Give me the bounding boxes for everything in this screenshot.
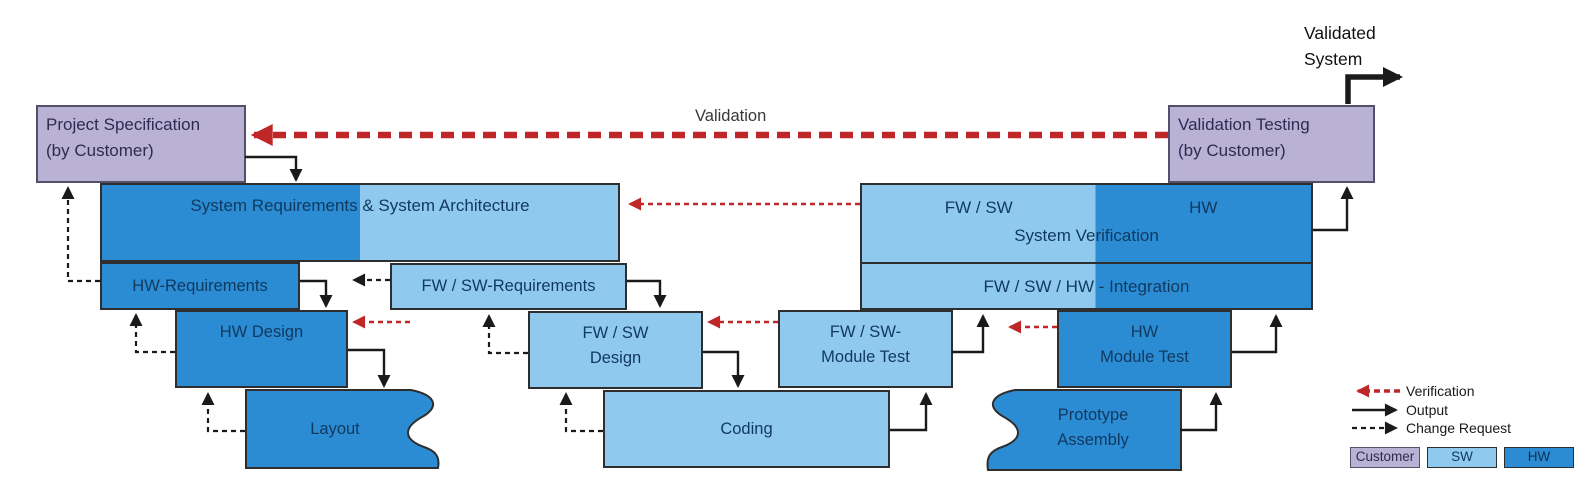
node-fw-sw-design: FW / SW Design <box>528 311 703 389</box>
output-arrow-fwswdesign-to-coding <box>703 350 745 388</box>
legend-swatch-sw: SW <box>1427 447 1497 468</box>
validated-system-line1: Validated <box>1304 23 1376 43</box>
node-hw-module-test: HW Module Test <box>1057 310 1232 388</box>
node-hw-design: HW Design <box>175 310 348 388</box>
node-system-requirements-label: System Requirements & System Architectur… <box>190 196 530 215</box>
change-request-arrow-coding-to-fwswdesign <box>559 392 603 433</box>
legend-swatch-hw: HW <box>1504 447 1574 468</box>
validated-system-line2: System <box>1304 49 1363 69</box>
prototype-wavy-outline <box>986 389 1182 471</box>
node-hw-requirements-label: HW-Requirements <box>132 276 268 295</box>
node-fw-sw-module-test-line1: FW / SW- <box>829 323 902 341</box>
node-validation-testing: Validation Testing (by Customer) <box>1168 105 1375 183</box>
node-hw-design-label: HW Design <box>219 323 304 341</box>
validated-system-label: Validated System <box>1304 20 1376 72</box>
change-request-arrow-layout-to-hwdesign <box>201 392 245 433</box>
node-validation-testing-line1: Validation Testing <box>1178 115 1310 134</box>
node-fw-sw-requirements: FW / SW-Requirements <box>390 263 627 310</box>
validated-system-arrow <box>1345 67 1403 104</box>
node-prototype-assembly-label: Prototype Assembly <box>1018 403 1168 453</box>
node-integration: FW / SW / HW - Integration <box>860 262 1313 310</box>
validation-label: Validation <box>695 107 767 125</box>
legend-swatch-customer: Customer <box>1350 447 1420 468</box>
node-layout-label: Layout <box>310 420 360 438</box>
node-prototype-assembly-shape <box>986 389 1182 471</box>
node-hw-requirements: HW-Requirements <box>100 262 300 310</box>
node-fw-sw-design-line2: Design <box>589 349 642 367</box>
change-request-arrow-fwswdesign-to-fwswreq <box>482 314 528 355</box>
node-hw-module-test-line1: HW <box>1130 323 1159 341</box>
layout-wavy-outline <box>245 389 440 469</box>
legend-change-request-label: Change Request <box>1406 420 1512 436</box>
node-prototype-assembly-line1: Prototype <box>1057 406 1129 424</box>
output-arrow-fwswmoduletest-to-integration <box>952 314 990 354</box>
node-validation-testing-line2: (by Customer) <box>1178 141 1286 160</box>
node-coding: Coding <box>603 390 890 468</box>
node-system-verification-line2: System Verification <box>1014 226 1159 245</box>
legend-verification-label: Verification <box>1406 383 1475 399</box>
output-arrow-sysver-to-validationtesting <box>1313 186 1354 232</box>
node-fw-sw-module-test-line2: Module Test <box>821 348 910 366</box>
node-project-specification: Project Specification (by Customer) <box>36 105 246 183</box>
node-prototype-assembly-line2: Assembly <box>1057 431 1129 449</box>
node-coding-label: Coding <box>720 419 773 438</box>
node-fw-sw-requirements-label: FW / SW-Requirements <box>421 277 596 295</box>
node-system-verification-fwsw-label: FW / SW <box>944 198 1013 217</box>
node-fw-sw-module-test: FW / SW- Module Test <box>778 310 953 388</box>
node-layout-shape <box>245 389 440 469</box>
node-project-specification-line1: Project Specification <box>46 115 201 134</box>
legend-output-label: Output <box>1406 402 1449 418</box>
output-arrow-coding-to-fwswmoduletest <box>890 392 933 432</box>
output-arrow-hwdesign-to-layout <box>348 348 391 388</box>
node-system-verification: FW / SW HW System Verification <box>860 183 1313 264</box>
node-project-specification-line2: (by Customer) <box>46 141 154 160</box>
node-fw-sw-design-line1: FW / SW <box>582 324 649 342</box>
output-arrow-projectspec-to-sysreq <box>245 155 303 182</box>
change-request-arrow-hwreq-to-projectspec <box>61 186 100 283</box>
change-request-arrow-hwdesign-to-hwreq <box>129 313 175 354</box>
node-hw-module-test-line2: Module Test <box>1100 348 1189 366</box>
node-system-verification-hw-label: HW <box>1189 198 1218 217</box>
output-arrow-hwmoduletest-to-integration <box>1232 314 1283 354</box>
node-system-requirements: System Requirements & System Architectur… <box>100 183 620 262</box>
node-integration-label: FW / SW / HW - Integration <box>983 276 1190 296</box>
output-arrow-hwreq-to-hwdesign <box>300 279 333 308</box>
output-arrow-prototype-to-hwmoduletest <box>1180 392 1223 432</box>
output-arrow-fwswreq-to-fwswdesign <box>627 279 667 308</box>
